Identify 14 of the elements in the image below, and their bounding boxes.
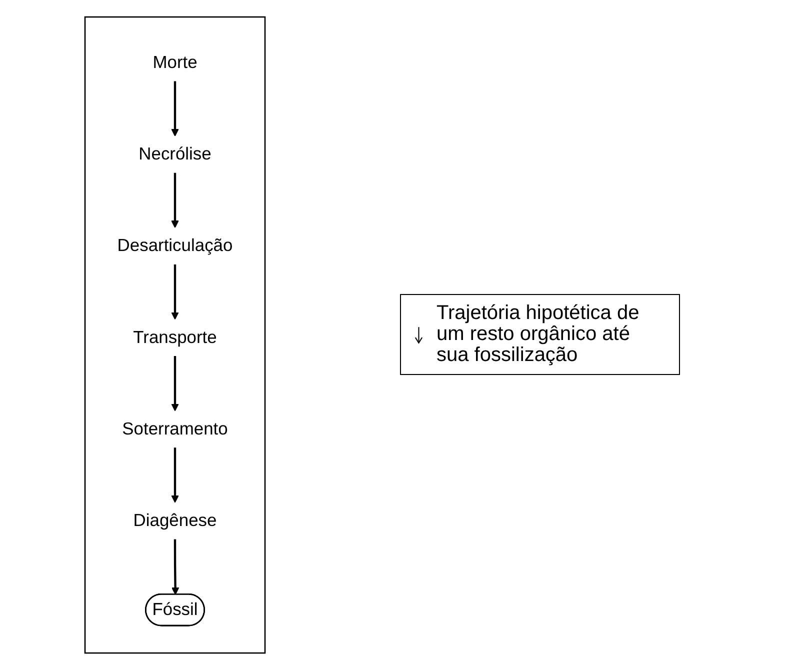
node-text: Morte (152, 52, 198, 72)
arrow (172, 538, 180, 594)
arrow (171, 264, 179, 320)
arrow (171, 172, 179, 228)
legend-text: Trajetória hipotética de um resto orgânico até sua fossilização (436, 303, 640, 366)
arrow (171, 355, 179, 411)
arrow (171, 447, 179, 502)
arrow (171, 80, 179, 136)
node-text: Necrólise (138, 144, 212, 164)
node-text: Transporte (133, 328, 217, 347)
node-text: Diagênese (133, 510, 217, 530)
node-text: Desarticulação (117, 236, 233, 256)
node-text: Soterramento (122, 419, 228, 438)
cluster (84, 16, 266, 654)
